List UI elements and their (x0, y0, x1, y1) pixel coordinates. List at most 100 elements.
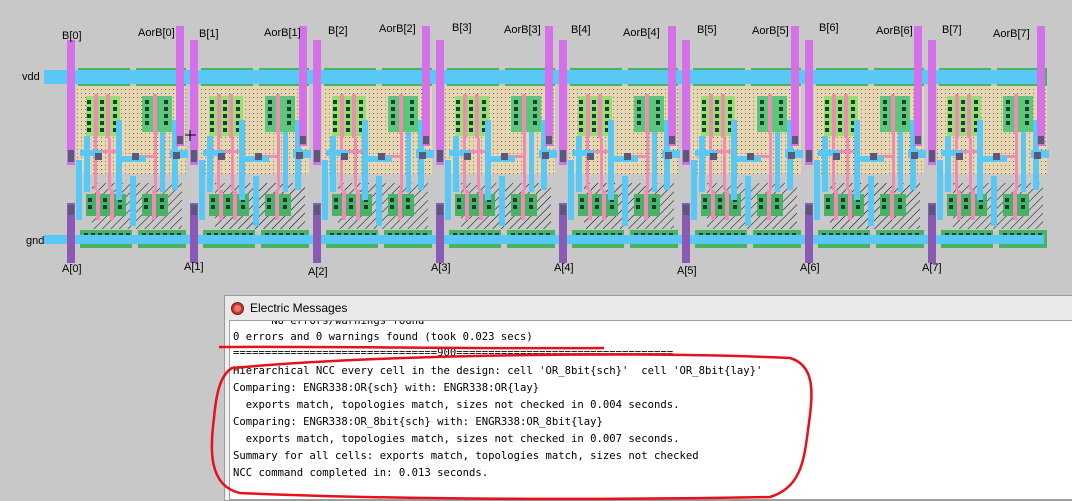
poly-gate (152, 190, 156, 220)
contact (113, 114, 117, 118)
poly-route (400, 134, 403, 190)
contact (223, 128, 227, 132)
contact (605, 121, 609, 125)
contact (145, 100, 149, 104)
contact (715, 121, 719, 125)
via (191, 205, 197, 215)
input-a-label: A[0] (62, 263, 82, 275)
metal1-wire (207, 136, 213, 192)
contact (902, 114, 906, 118)
poly-gate (955, 94, 959, 138)
contact (113, 121, 117, 125)
via (218, 153, 225, 160)
poly-route (846, 138, 849, 190)
poly-gate (275, 190, 279, 220)
contact (605, 128, 609, 132)
contact (974, 128, 978, 132)
or-cell (937, 68, 1049, 248)
b-input-pin (928, 40, 936, 165)
poly-route (523, 134, 526, 190)
via (437, 205, 443, 215)
metal1-wire (731, 156, 761, 162)
via (68, 150, 74, 162)
contact (898, 198, 902, 202)
or-cell (76, 68, 188, 248)
contact (333, 114, 337, 118)
contact (902, 121, 906, 125)
b-input-pin (559, 40, 567, 165)
contact (333, 107, 337, 111)
metal1-wire (326, 150, 348, 156)
via (314, 150, 320, 162)
contact (964, 205, 968, 209)
metal1-wire (818, 150, 840, 156)
aorb-output-pin (545, 26, 553, 146)
a-input-pin (682, 203, 690, 263)
contact (592, 121, 596, 125)
messages-window[interactable]: Electric Messages No errors/warnings fou… (224, 295, 1072, 501)
messages-titlebar[interactable]: Electric Messages (225, 296, 1072, 320)
contact (287, 107, 291, 111)
message-line: ================================900=====… (233, 347, 674, 359)
contact (236, 114, 240, 118)
poly-gate (967, 94, 971, 138)
output-label: AorB[1] (264, 27, 301, 39)
poly-gate (844, 94, 848, 138)
contact (472, 198, 476, 202)
metal1-wire (453, 136, 459, 192)
metal1-wire (253, 176, 259, 226)
contact (948, 107, 952, 111)
metal1-wire (898, 132, 903, 192)
contact (346, 100, 350, 104)
contact (775, 198, 779, 202)
contact (851, 121, 855, 125)
poly-gate (465, 190, 469, 220)
via (806, 205, 812, 215)
output-label: AorB[6] (876, 25, 913, 37)
metal1-wire (695, 150, 717, 156)
contact (580, 198, 584, 202)
contact (715, 114, 719, 118)
contact (1005, 198, 1009, 202)
contact (1021, 198, 1025, 202)
metal1-wire (691, 160, 697, 220)
contact (103, 205, 107, 209)
metal1-wire (160, 132, 165, 192)
poly-gate (475, 94, 479, 138)
contact (760, 121, 764, 125)
poly-gate (521, 190, 525, 220)
metal1-wire (84, 136, 90, 192)
contact (87, 121, 91, 125)
via (501, 153, 508, 160)
via (683, 150, 689, 162)
contact (961, 121, 965, 125)
via (683, 205, 689, 215)
contact (513, 205, 517, 209)
contact (825, 114, 829, 118)
input-b-label: B[7] (942, 24, 962, 36)
contact (514, 121, 518, 125)
contact (760, 100, 764, 104)
contact (113, 128, 117, 132)
message-line: No errors/warnings found (233, 320, 425, 327)
contact (210, 114, 214, 118)
contact (851, 114, 855, 118)
via (177, 136, 183, 144)
message-line: Comparing: ENGR338:OR_8bit{sch} with: EN… (233, 416, 603, 428)
a-input-pin (67, 203, 75, 263)
contact (210, 128, 214, 132)
via (993, 153, 1000, 160)
contact (1021, 205, 1025, 209)
poly-gate (768, 94, 772, 134)
via (806, 150, 812, 162)
contact (164, 114, 168, 118)
contact (1025, 114, 1029, 118)
contact (838, 128, 842, 132)
metal1-wire (745, 176, 751, 226)
input-a-label: A[7] (922, 262, 942, 274)
poly-gate (767, 190, 771, 220)
contact (514, 107, 518, 111)
via (956, 153, 963, 160)
